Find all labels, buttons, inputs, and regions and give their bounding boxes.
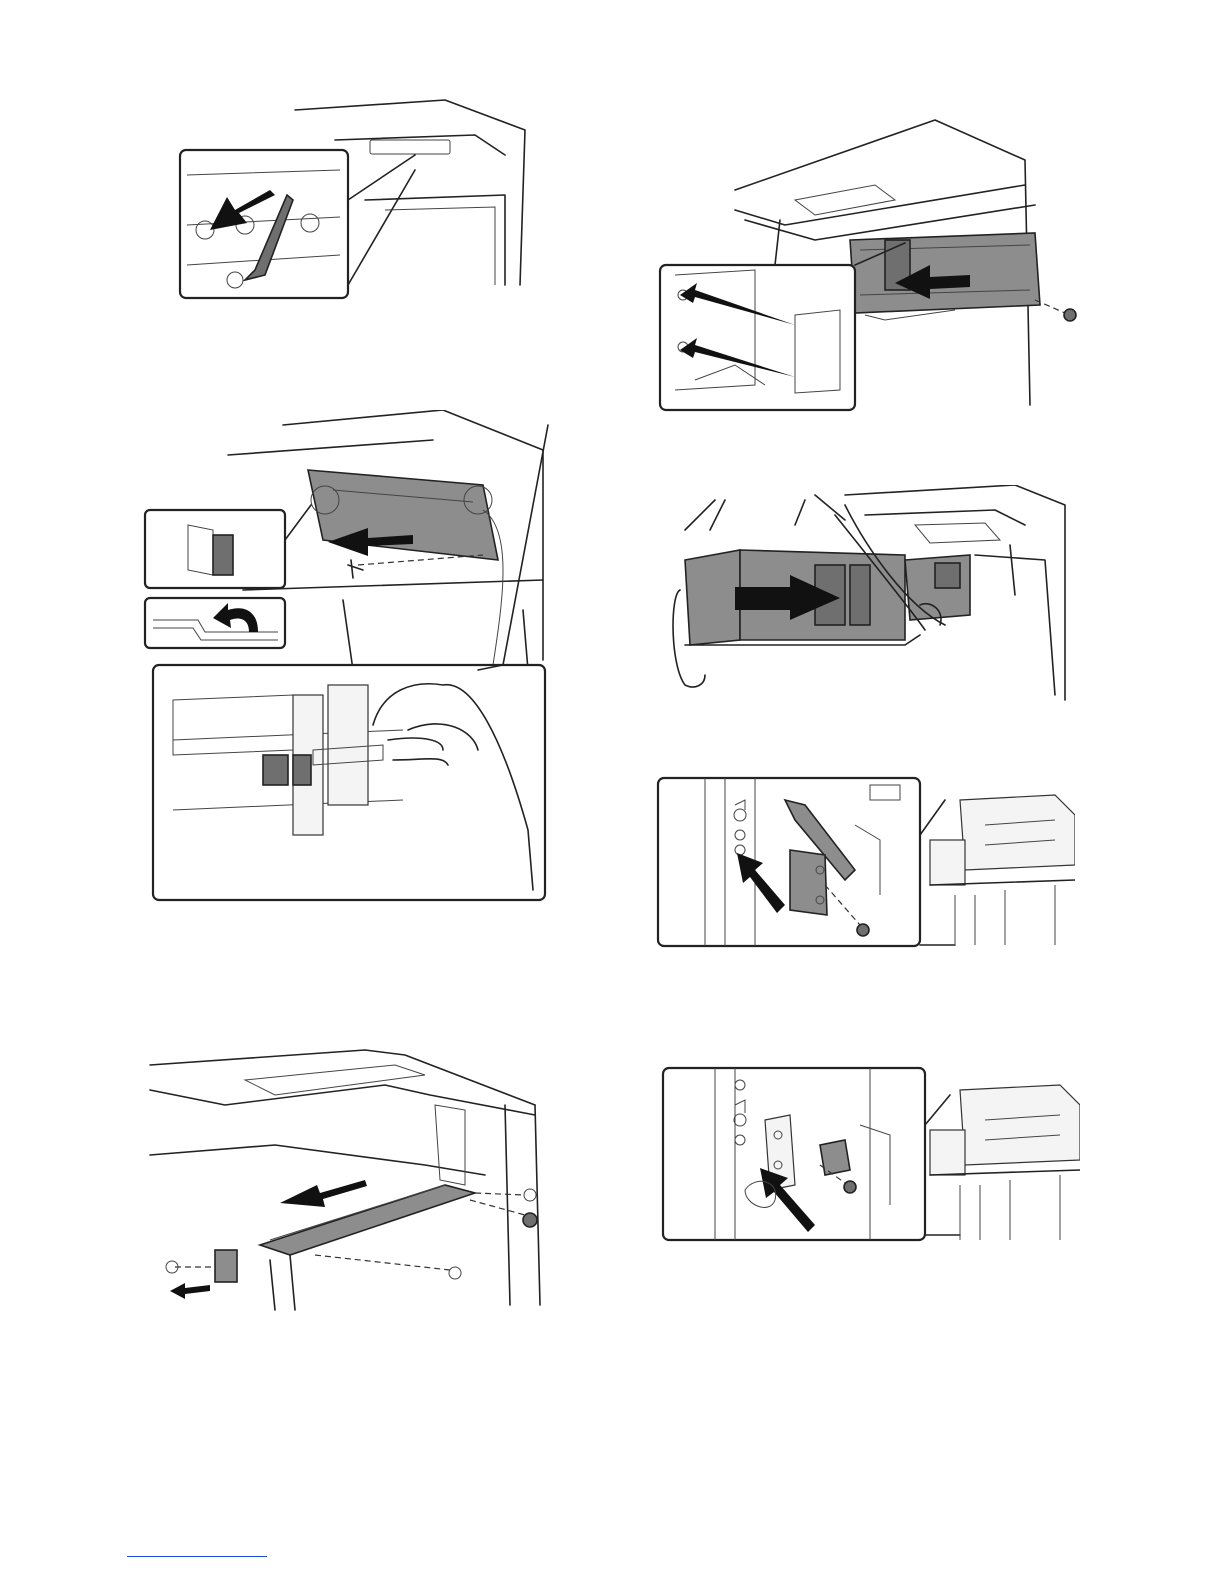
figure-bracket [655, 775, 1075, 950]
figure-lever-release [175, 95, 535, 305]
figure-rail-unit [143, 410, 553, 905]
figure-bottom-cover [145, 1045, 555, 1315]
figure-side-plate [655, 115, 1085, 415]
figure-latch [660, 1065, 1080, 1245]
footer-link-underline [127, 1556, 267, 1557]
figure-finisher-slide [665, 485, 1070, 705]
